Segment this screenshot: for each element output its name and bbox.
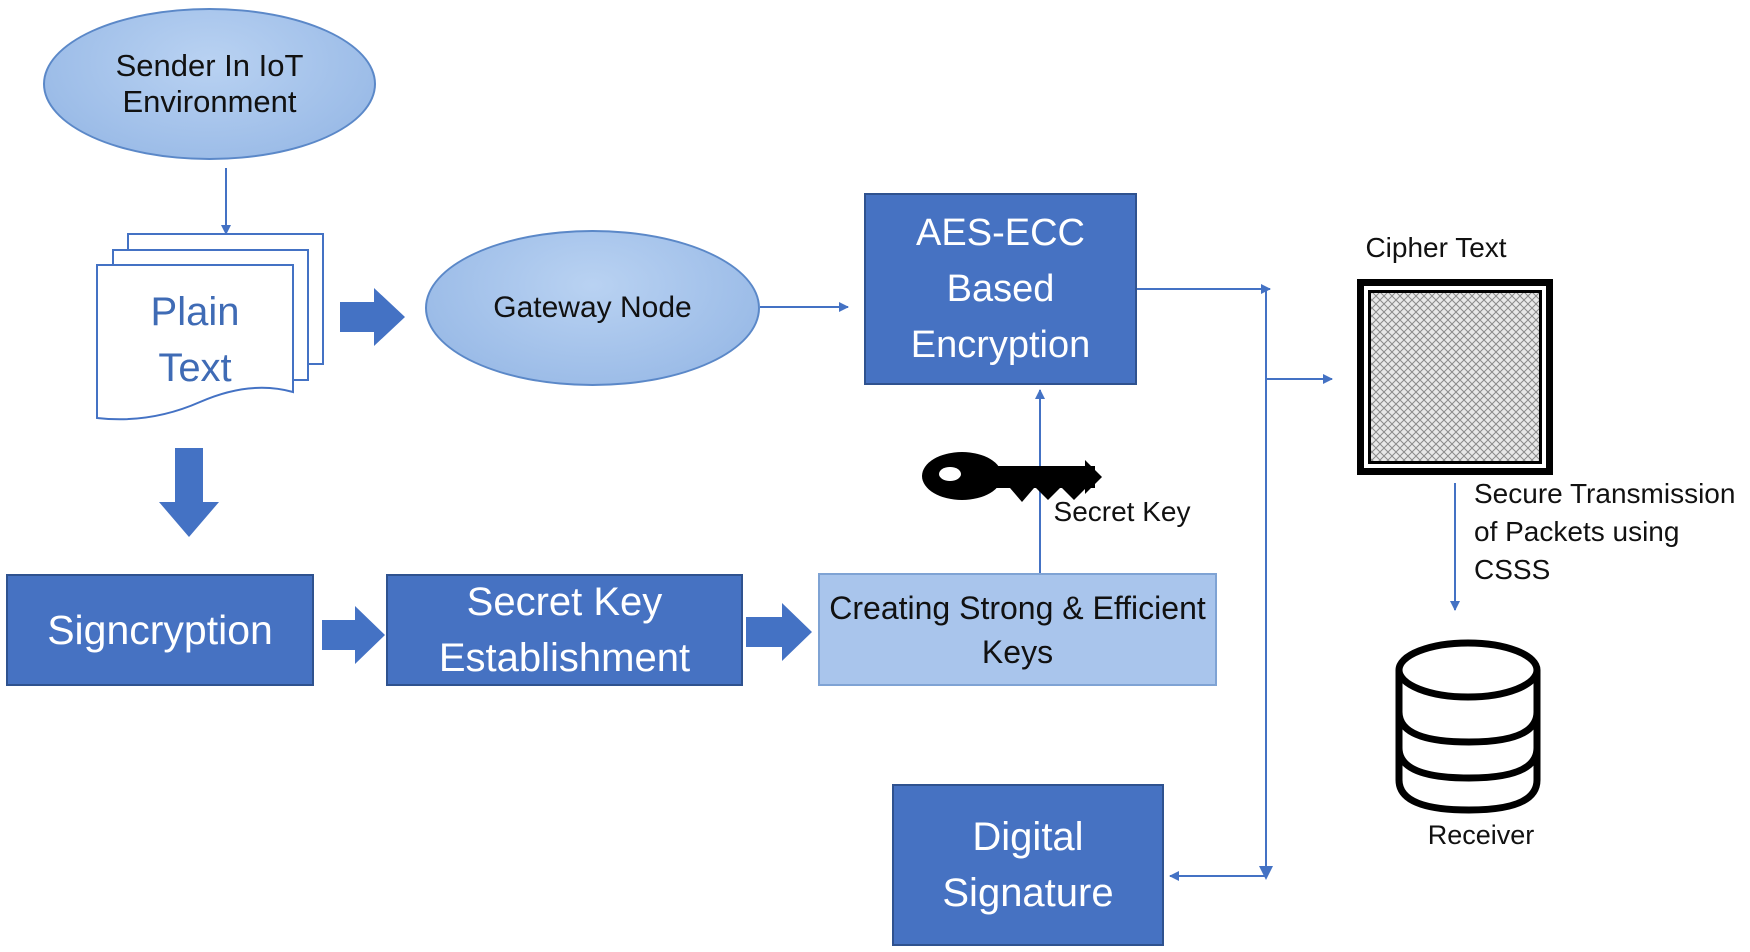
sender-label: Sender In IoT Environment: [115, 48, 304, 119]
sender-node: Sender In IoT Environment: [43, 8, 376, 160]
digital-signature-box: Digital Signature: [892, 784, 1164, 946]
secure-transmission-label: Secure Transmission of Packets using CSS…: [1474, 478, 1736, 585]
block-arrow-plaintext-to-signcryption: [159, 448, 219, 537]
creating-keys-box: Creating Strong & Efficient Keys: [818, 573, 1217, 686]
document-stack-icon: [96, 233, 324, 421]
aes-ecc-label: AES-ECC Based Encryption: [910, 212, 1091, 366]
signcryption-label: Signcryption: [47, 606, 273, 653]
key-icon: [922, 452, 1102, 502]
secret-key-establishment-box: Secret Key Establishment: [386, 574, 743, 686]
signcryption-box: Signcryption: [6, 574, 314, 686]
block-arrow-signcryption-to-establishment: [322, 606, 385, 664]
gateway-label: Gateway Node: [493, 291, 692, 324]
database-icon: [1395, 639, 1541, 814]
cipher-texture-icon: [1357, 279, 1553, 475]
aes-ecc-box: AES-ECC Based Encryption: [864, 193, 1137, 385]
cipher-text-label: Cipher Text: [1365, 232, 1507, 263]
block-arrow-establishment-to-keys: [746, 603, 812, 661]
secret-key-establishment-label: Secret Key Establishment: [438, 580, 691, 680]
gateway-node: Gateway Node: [425, 230, 760, 386]
secret-key-label: Secret Key: [1053, 496, 1191, 527]
plain-text-label: Plain Text: [150, 290, 240, 390]
key-hole: [939, 467, 961, 481]
bus-end-arrowhead: [1259, 866, 1273, 880]
receiver-label: Receiver: [1427, 819, 1535, 850]
digital-signature-label: Digital Signature: [942, 815, 1114, 915]
creating-keys-label: Creating Strong & Efficient Keys: [829, 589, 1206, 670]
block-arrow-plaintext-to-gateway: [340, 288, 405, 346]
